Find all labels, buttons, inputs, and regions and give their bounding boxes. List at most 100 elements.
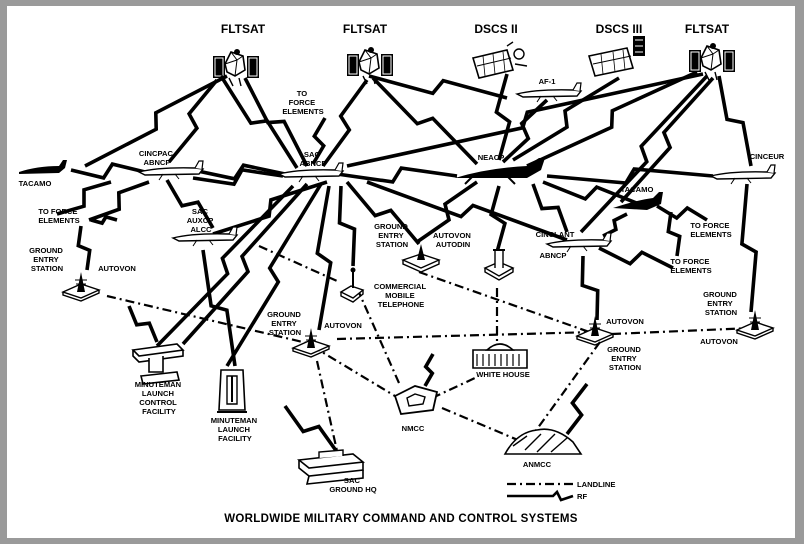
rf-link (315, 185, 333, 331)
diagram-frame: FLTSAT FLTSAT DSCS II DSCS III FLTSAT (7, 6, 795, 538)
ground-entry-left-icon (62, 271, 100, 302)
neacp-aircraft-icon (455, 158, 545, 185)
rf-link (565, 382, 589, 436)
rf-link (345, 180, 421, 246)
autovon-autodin-icon (483, 249, 515, 281)
rf-link (321, 78, 369, 168)
tacamo-left-label: TACAMO (19, 179, 52, 188)
ground-entry-right-label: GROUND ENTRY STATION (703, 290, 739, 317)
minuteman-lcf-label: MINUTEMAN LAUNCH CONTROL FACILITY (135, 380, 184, 416)
af1-label: AF-1 (539, 77, 557, 86)
rf-link (84, 74, 228, 168)
rf-link (192, 167, 284, 187)
rf-link (283, 404, 339, 454)
rf-link (366, 180, 568, 242)
to-force-right1-label: TO FORCE ELEMENTS (690, 221, 731, 239)
rf-link (346, 72, 704, 168)
autovon-autodin-label: AUTOVON AUTODIN (433, 231, 473, 249)
to-force-right2-label: TO FORCE ELEMENTS (670, 257, 711, 275)
rf-link (580, 255, 600, 321)
neacp-label: NEACP (478, 153, 505, 162)
fltsat3-label: FLTSAT (685, 22, 730, 36)
tacamo-left-aircraft-icon (19, 160, 67, 174)
rf-link (127, 305, 159, 343)
rf-link (368, 74, 508, 100)
legend-rf-label: RF (577, 492, 587, 501)
legend-rf-swatch (507, 489, 574, 502)
legend-landline-label: LANDLINE (577, 480, 615, 489)
ground-entry-right-icon (736, 309, 774, 340)
landline-link (315, 360, 339, 452)
dscs2-satellite-icon (471, 41, 528, 79)
autovon-left-label: AUTOVON (98, 264, 136, 273)
rf-link (337, 185, 357, 267)
ground-entry-lower-right-label: GROUND ENTRY STATION (607, 345, 643, 372)
dscs2-label: DSCS II (474, 22, 517, 36)
landline-link (531, 341, 601, 437)
legend: LANDLINE RF (507, 480, 615, 502)
rf-link (90, 214, 118, 226)
cinclant-abncp-label: ABNCP (539, 251, 566, 260)
autovon-lower-right-label: AUTOVON (606, 317, 644, 326)
autovon-center-label: AUTOVON (324, 321, 362, 330)
diagram-title: WORLDWIDE MILITARY COMMAND AND CONTROL S… (224, 513, 577, 525)
white-house-icon (472, 343, 528, 369)
rf-link (598, 246, 674, 270)
rf-link (70, 162, 146, 180)
autovon-right-label: AUTOVON (700, 337, 738, 346)
minuteman-launch-control-icon (131, 343, 185, 385)
rf-link (489, 185, 507, 253)
rf-link (656, 204, 708, 222)
dscs3-label: DSCS III (596, 22, 643, 36)
rf-link (423, 353, 435, 387)
rf-link (167, 78, 219, 164)
rf-link (88, 180, 150, 222)
rf-link (542, 180, 640, 206)
sac-hq-label: SAC GROUND HQ (329, 476, 376, 494)
cincpac-label: CINCPAC ABNCP (139, 149, 175, 167)
commercial-label: COMMERCIAL MOBILE TELEPHONE (374, 282, 428, 309)
rf-link (546, 167, 714, 185)
rf-links (56, 70, 758, 454)
to-force-top-label: TO FORCE ELEMENTS (282, 89, 323, 116)
rf-link (76, 225, 92, 271)
rf-link (619, 76, 715, 204)
anmcc-icon (503, 428, 583, 455)
dscs3-satellite-icon (587, 36, 645, 77)
sac-abncp-label: SAC ABNCP (299, 150, 326, 168)
landline-link (431, 377, 476, 399)
landline-link (611, 326, 753, 336)
ground-entry-center-label: GROUND ENTRY STATION (267, 310, 303, 337)
rf-link (415, 180, 479, 244)
fltsat2-satellite-icon (346, 46, 394, 85)
rf-link (165, 179, 215, 229)
rf-link (526, 70, 698, 168)
command-network-diagram: FLTSAT FLTSAT DSCS II DSCS III FLTSAT (19, 22, 785, 525)
ground-entry-mid-label: GROUND ENTRY STATION (374, 222, 410, 249)
ground-entry-mid-icon (401, 244, 441, 273)
commercial-mobile-phone-icon (339, 267, 365, 303)
rf-link (717, 75, 753, 167)
rf-link (225, 183, 323, 367)
minuteman-launch-facility-icon (217, 369, 247, 413)
rf-link (512, 76, 620, 162)
fltsat1-label: FLTSAT (221, 22, 266, 36)
rf-link (243, 77, 309, 167)
nmcc-label: NMCC (402, 424, 425, 433)
tacamo-right-label: TACAMO (621, 185, 654, 194)
rf-link (56, 180, 112, 216)
rf-link (579, 74, 709, 234)
landline-link (418, 270, 596, 336)
cinclant-label: CINCLANT (536, 230, 575, 239)
rf-link (531, 183, 569, 233)
rf-link (311, 117, 327, 165)
cinceur-label: CINCEUR (750, 152, 785, 161)
minuteman-lf-label: MINUTEMAN LAUNCH FACILITY (211, 416, 260, 443)
nmcc-pentagon-icon (393, 385, 439, 415)
landline-link (258, 244, 338, 283)
tacamo-right-aircraft-icon (613, 192, 663, 210)
landline-link (311, 345, 401, 400)
white-house-label: WHITE HOUSE (476, 370, 530, 379)
rf-link (219, 75, 299, 169)
fltsat2-label: FLTSAT (343, 22, 388, 36)
